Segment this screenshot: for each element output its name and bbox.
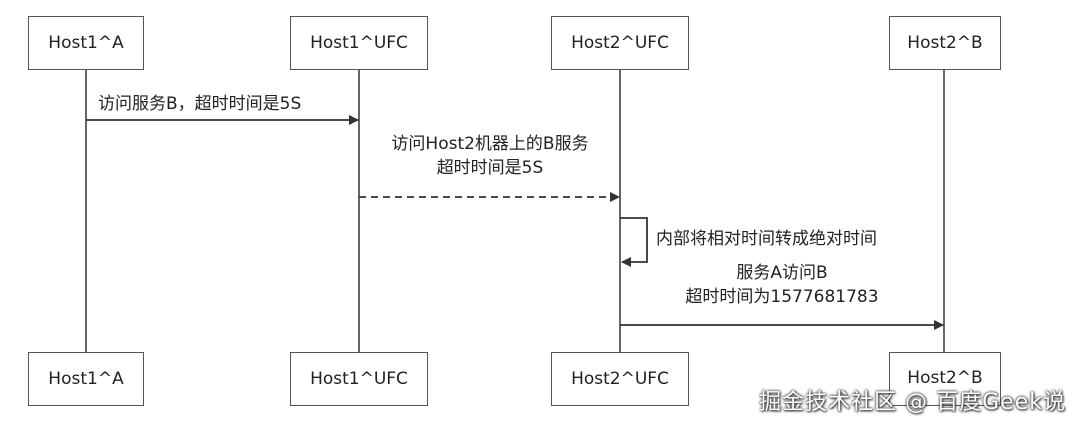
participant-label: Host1^UFC [310,369,408,389]
watermark: 掘金技术社区 @ 百度Geek说 [759,390,1066,415]
participant-box-host1-ufc-bottom: Host1^UFC [290,352,428,406]
participant-label: Host2^UFC [571,369,669,389]
participant-label: Host2^B [907,368,983,388]
message-label-1: 访问服务B，超时时间是5S [98,92,301,116]
message-text: 内部将相对时间转成绝对时间 [656,229,877,249]
message-text-line2: 超时时间为1577681783 [685,287,879,307]
participant-label: Host2^B [907,33,983,53]
message-text-line1: 访问Host2机器上的B服务 [391,134,589,154]
participant-box-host1-a-bottom: Host1^A [28,352,144,406]
participant-label: Host1^UFC [310,33,408,53]
participant-label: Host2^UFC [571,33,669,53]
self-message-arrow [620,217,648,267]
participant-box-host2-b-bottom: Host2^B [889,352,1001,406]
participant-label: Host1^A [48,369,124,389]
participant-box-host2-b-top: Host2^B [889,16,1001,70]
participant-box-host1-a-top: Host1^A [28,16,144,70]
message-label-2: 访问Host2机器上的B服务 超时时间是5S [370,132,610,180]
participant-box-host1-ufc-top: Host1^UFC [290,16,428,70]
message-label-3: 内部将相对时间转成绝对时间 [656,227,877,251]
message-label-4: 服务A访问B 超时时间为1577681783 [662,261,902,309]
message-text-line1: 服务A访问B [736,263,828,283]
participant-box-host2-ufc-bottom: Host2^UFC [551,352,689,406]
participant-label: Host1^A [48,33,124,53]
message-text: 访问服务B，超时时间是5S [98,94,302,114]
message-text-line2: 超时时间是5S [436,158,544,178]
participant-box-host2-ufc-top: Host2^UFC [551,16,689,70]
